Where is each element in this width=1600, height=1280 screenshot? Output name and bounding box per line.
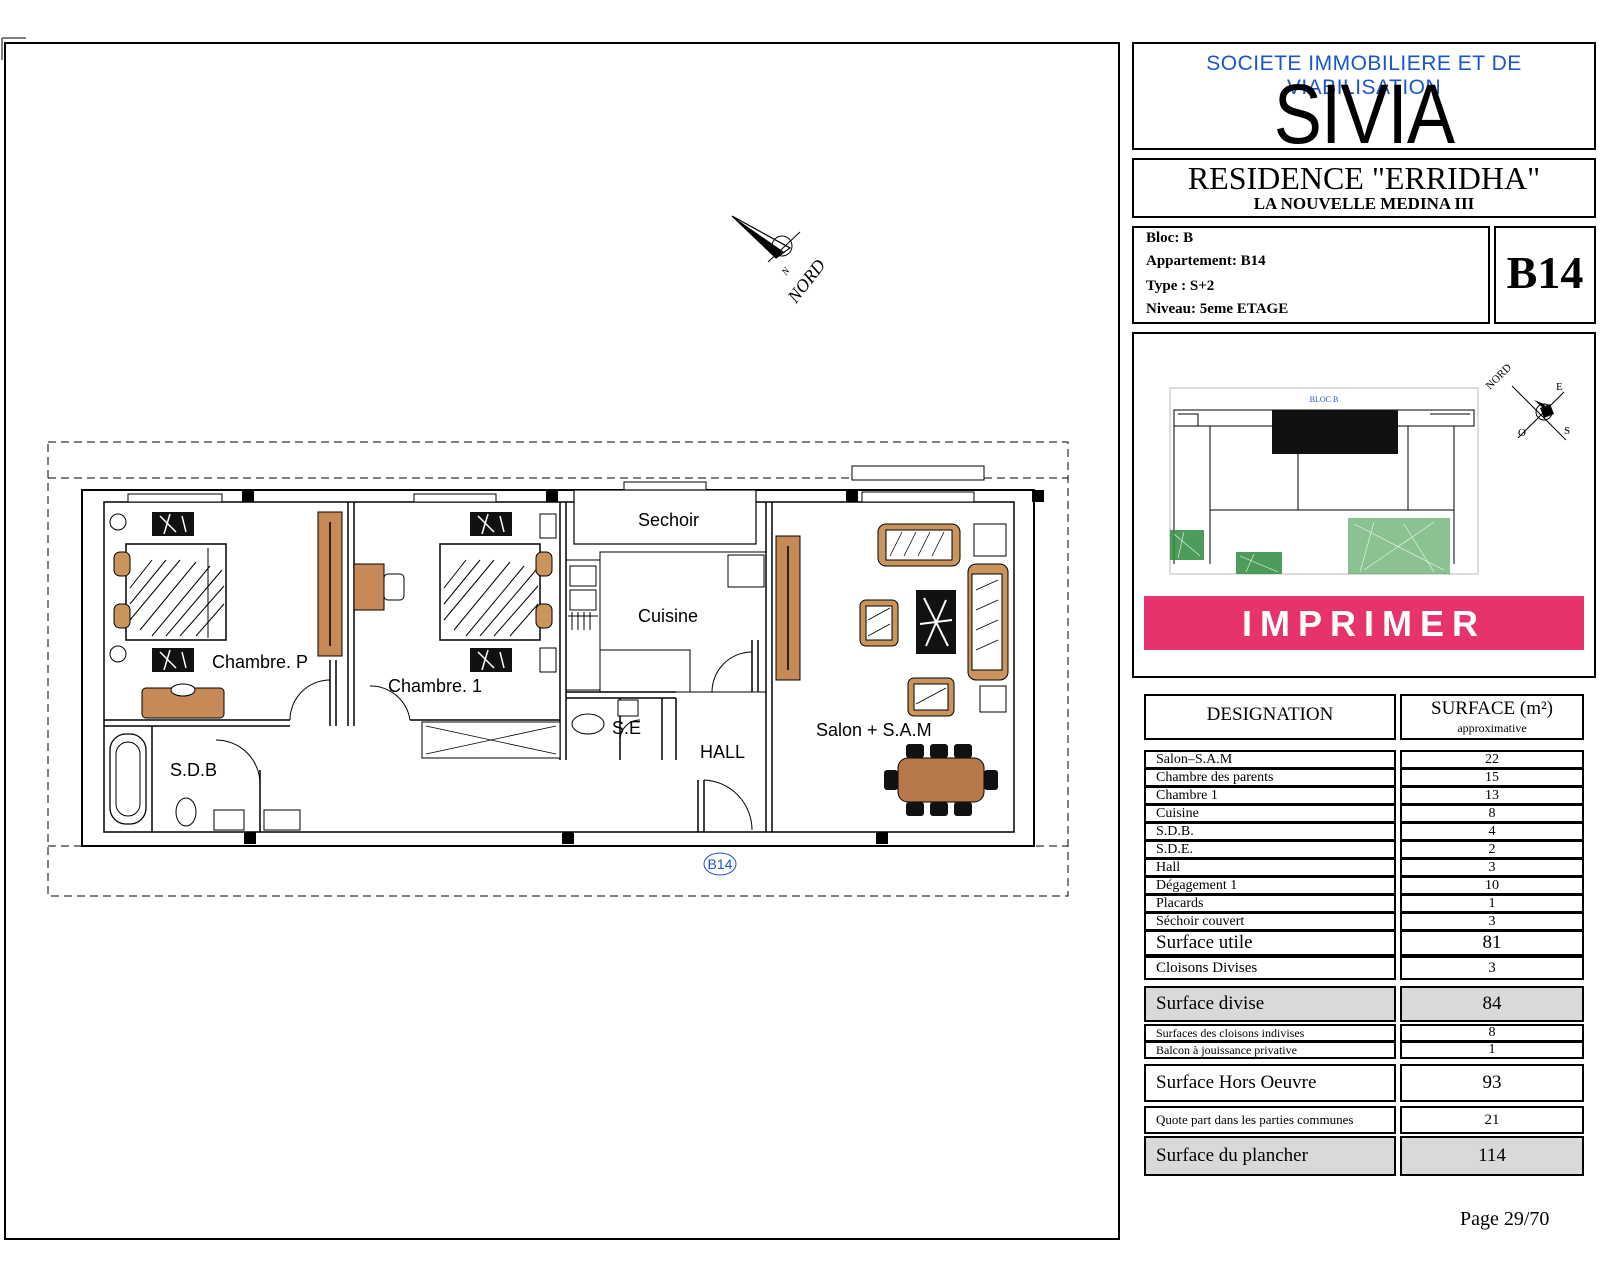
surface-label-quote-part: Quote part dans les parties communes	[1144, 1106, 1396, 1134]
print-button[interactable]: IMPRIMER	[1144, 596, 1584, 650]
header-surface-title: SURFACE (m²)	[1431, 698, 1553, 719]
surface-label-row-7: Dégagement 1	[1144, 876, 1396, 895]
page-number: Page 29/70	[1460, 1208, 1550, 1230]
info-niveau: Niveau: 5eme ETAGE	[1146, 301, 1289, 317]
header-designation: DESIGNATION	[1144, 694, 1396, 740]
surface-value-row-4: 4	[1400, 822, 1584, 841]
room-label-sdb: S.D.B	[170, 760, 217, 780]
svg-text:O: O	[1518, 427, 1526, 439]
surface-value-quote-part: 21	[1400, 1106, 1584, 1134]
company-line: SOCIETE IMMOBILIERE ET DE VIABILISATION	[1206, 52, 1522, 99]
surface-value-surface-utile: 81	[1400, 930, 1584, 956]
compass-icon: NORD E S O	[1484, 362, 1570, 441]
surface-value-row-1: 15	[1400, 768, 1584, 787]
surface-value-row-9: 3	[1400, 912, 1584, 931]
svg-text:N: N	[779, 265, 793, 279]
surface-value-row-6: 3	[1400, 858, 1584, 877]
site-map-box: BLOC B NORD E S O	[1132, 332, 1596, 678]
svg-text:NORD: NORD	[1484, 362, 1515, 393]
surface-value-cloisons-indivises: 8	[1400, 1024, 1584, 1042]
apartment-code: B14	[1506, 247, 1584, 298]
room-label-hall: HALL	[700, 742, 745, 762]
info-type: Type : S+2	[1146, 278, 1215, 294]
surface-value-row-7: 10	[1400, 876, 1584, 895]
surface-value-balcon: 1	[1400, 1041, 1584, 1059]
north-arrow-icon: N NORD	[731, 215, 830, 308]
room-label-chambre-p: Chambre. P	[212, 652, 308, 672]
svg-text:S: S	[1564, 425, 1570, 437]
site-map: BLOC B NORD E S O	[1169, 362, 1570, 575]
surface-value-row-8: 1	[1400, 894, 1584, 913]
company-logo-text: SIVIA	[1273, 67, 1455, 161]
info-bloc: Bloc: B	[1146, 230, 1194, 246]
svg-text:E: E	[1556, 381, 1563, 393]
surface-value-plancher: 114	[1400, 1136, 1584, 1176]
residence-header: RESIDENCE "ERRIDHA" LA NOUVELLE MEDINA I…	[1132, 158, 1596, 218]
surface-label-hors-oeuvre: Surface Hors Oeuvre	[1144, 1064, 1396, 1102]
room-label-salon: Salon + S.A.M	[816, 720, 932, 740]
surface-value-row-2: 13	[1400, 786, 1584, 805]
surface-label-row-1: Chambre des parents	[1144, 768, 1396, 787]
site-map-bloc-label: BLOC B	[1310, 395, 1339, 404]
surface-label-row-3: Cuisine	[1144, 804, 1396, 823]
surface-label-row-8: Placards	[1144, 894, 1396, 913]
surface-label-row-2: Chambre 1	[1144, 786, 1396, 805]
surface-value-cloisons-divises: 3	[1400, 956, 1584, 980]
surface-label-row-6: Hall	[1144, 858, 1396, 877]
surface-label-cloisons-indivises: Surfaces des cloisons indivises	[1144, 1024, 1396, 1042]
surface-label-row-0: Salon–S.A.M	[1144, 750, 1396, 769]
floor-plan-frame	[4, 42, 1120, 1240]
surface-label-row-9: Séchoir couvert	[1144, 912, 1396, 931]
surface-value-row-5: 2	[1400, 840, 1584, 859]
residence-subtitle: LA NOUVELLE MEDINA III	[1253, 194, 1475, 213]
room-label-cuisine: Cuisine	[638, 606, 698, 626]
apartment-code-box: B14	[1494, 226, 1596, 324]
header-surface-sub: approximative	[1457, 721, 1527, 735]
floor-plan-drawing: Sechoir Cuisine Chambre. P Chambre. 1 S.…	[1, 37, 1069, 897]
room-label-sechoir: Sechoir	[638, 510, 699, 530]
svg-text:NORD: NORD	[783, 256, 830, 308]
header-surface: SURFACE (m²) approximative	[1400, 694, 1584, 740]
info-appartement: Appartement: B14	[1146, 253, 1266, 269]
company-header: SOCIETE IMMOBILIERE ET DE VIABILISATION …	[1132, 42, 1596, 158]
surface-value-hors-oeuvre: 93	[1400, 1064, 1584, 1102]
surface-label-surface-utile: Surface utile	[1144, 930, 1396, 956]
surface-value-row-0: 22	[1400, 750, 1584, 769]
apartment-marker: B14	[708, 856, 733, 872]
surface-value-surface-divise: 84	[1400, 986, 1584, 1022]
residence-name: RESIDENCE "ERRIDHA"	[1187, 160, 1541, 196]
surface-label-row-4: S.D.B.	[1144, 822, 1396, 841]
room-label-chambre-1: Chambre. 1	[388, 676, 482, 696]
surface-label-row-5: S.D.E.	[1144, 840, 1396, 859]
surface-label-surface-divise: Surface divise	[1144, 986, 1396, 1022]
surface-value-row-3: 8	[1400, 804, 1584, 823]
surface-label-cloisons-divises: Cloisons Divises	[1144, 956, 1396, 980]
surface-label-balcon: Balcon à jouissance privative	[1144, 1041, 1396, 1059]
room-label-se: S.E	[612, 718, 641, 738]
surface-label-plancher: Surface du plancher	[1144, 1136, 1396, 1176]
apartment-info: Bloc: B Appartement: B14 Type : S+2 Nive…	[1132, 226, 1490, 324]
